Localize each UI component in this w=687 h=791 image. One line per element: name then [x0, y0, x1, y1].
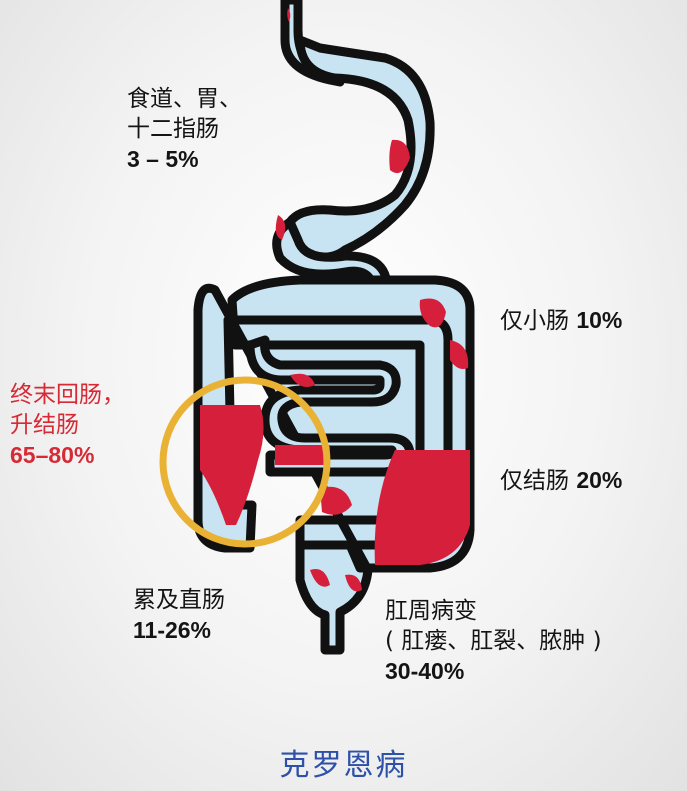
label-upper-gi: 食道、胃、 十二指肠 3 – 5%: [127, 84, 242, 174]
label-ileocolon-line1: 终末回肠，: [10, 382, 125, 408]
lesion-ileum-end: [275, 445, 330, 465]
lesion-colon-top: [419, 298, 446, 328]
page-title: 克罗恩病: [279, 748, 408, 783]
ileocolon-highlight-ring: [159, 376, 331, 548]
lesion-ileocecal: [200, 405, 264, 525]
lesion-rectum: [310, 569, 330, 587]
label-small-intestine-value: 10%: [576, 307, 623, 333]
lesion-anal: [345, 574, 362, 592]
label-colon-value: 20%: [576, 467, 623, 493]
label-ileocolon-line2: 升结肠: [10, 412, 79, 438]
label-upper-gi-line1: 食道、胃、: [127, 86, 242, 112]
label-perianal-line1: 肛周病变: [385, 598, 477, 624]
label-colon-text: 仅结肠: [500, 468, 569, 494]
lesion-group: [200, 8, 470, 592]
label-rectum: 累及直肠 11-26%: [133, 585, 225, 645]
lesion-small-coil: [290, 373, 315, 388]
label-small-intestine: 仅小肠 10%: [500, 305, 622, 336]
label-perianal-line2: ( 肛瘘、肛裂、脓肿 ): [385, 628, 602, 654]
lesion-esophagus: [287, 8, 291, 22]
label-colon: 仅结肠 20%: [500, 465, 622, 496]
lesion-colon-right: [450, 340, 469, 369]
label-upper-gi-value: 3 – 5%: [127, 146, 199, 172]
lesion-descending: [374, 450, 470, 565]
label-ileocolon-value: 65–80%: [10, 442, 95, 468]
label-perianal: 肛周病变 ( 肛瘘、肛裂、脓肿 ) 30-40%: [385, 596, 602, 686]
label-rectum-line1: 累及直肠: [133, 587, 225, 613]
lesion-sigmoid: [320, 486, 352, 515]
lesion-stomach: [389, 139, 410, 174]
lesion-duodenum: [275, 215, 286, 240]
label-rectum-value: 11-26%: [133, 617, 212, 643]
label-perianal-value: 30-40%: [385, 658, 465, 684]
label-upper-gi-line2: 十二指肠: [127, 116, 219, 142]
duodenum: [272, 217, 391, 305]
label-ileocolon: 终末回肠， 升结肠 65–80%: [10, 380, 125, 470]
label-small-intestine-text: 仅小肠: [500, 308, 569, 334]
